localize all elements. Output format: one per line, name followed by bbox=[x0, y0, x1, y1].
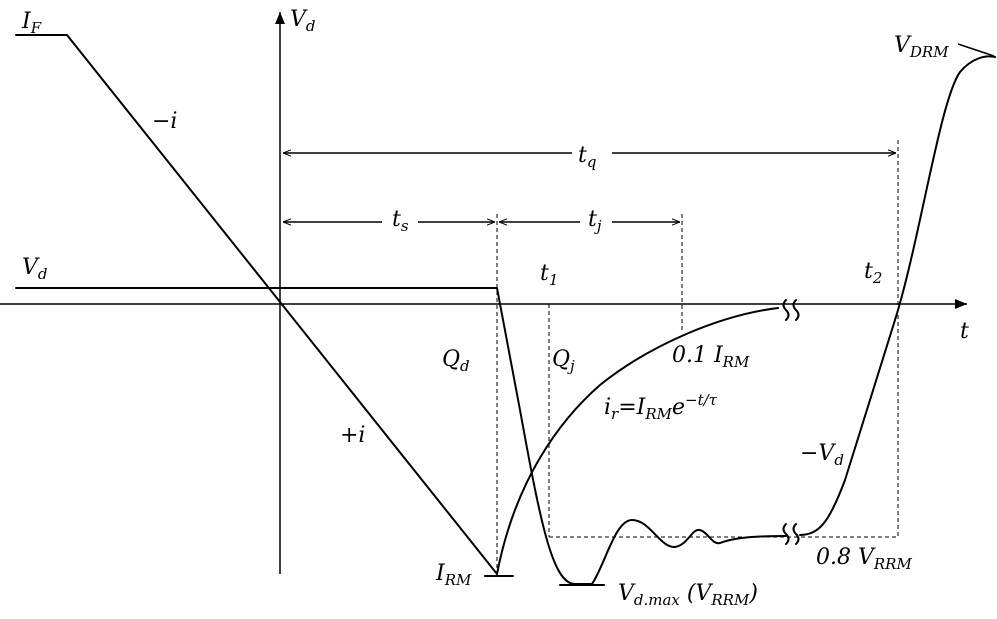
tenth-irm-label: 0.1 IRM bbox=[672, 343, 750, 371]
vd-level-label: Vd bbox=[22, 255, 48, 283]
pos-i-label: +i bbox=[340, 423, 365, 448]
qj-label: Qj bbox=[552, 347, 575, 375]
tq-label: tq bbox=[578, 143, 596, 171]
neg-vd-label: −Vd bbox=[800, 441, 844, 469]
ts-label: ts bbox=[392, 207, 409, 235]
point-eight-vrrm-label: 0.8 VRRM bbox=[816, 545, 912, 573]
current-break-icon bbox=[782, 299, 800, 321]
vdrm-leader bbox=[957, 43, 995, 57]
qd-label: Qd bbox=[442, 347, 470, 375]
vd-axis-label: Vd bbox=[290, 7, 316, 35]
recovery-formula: ir=IRMe−t/τ bbox=[604, 391, 718, 423]
t1-label: t1 bbox=[540, 261, 558, 289]
if-label: IF bbox=[21, 9, 42, 37]
current-curve bbox=[15, 34, 779, 575]
t-axis-label: t bbox=[960, 319, 969, 344]
vdmax-label: Vd.max (VRRM) bbox=[618, 581, 758, 609]
voltage-curve bbox=[15, 287, 787, 585]
vdrm-label: VDRM bbox=[894, 33, 949, 61]
voltage-rise-curve bbox=[799, 55, 996, 536]
voltage-break-icon bbox=[782, 523, 800, 545]
neg-i-label: −i bbox=[152, 109, 177, 134]
tj-label: tj bbox=[588, 207, 602, 235]
irm-label: IRM bbox=[435, 561, 472, 589]
t2-label: t2 bbox=[864, 259, 882, 287]
